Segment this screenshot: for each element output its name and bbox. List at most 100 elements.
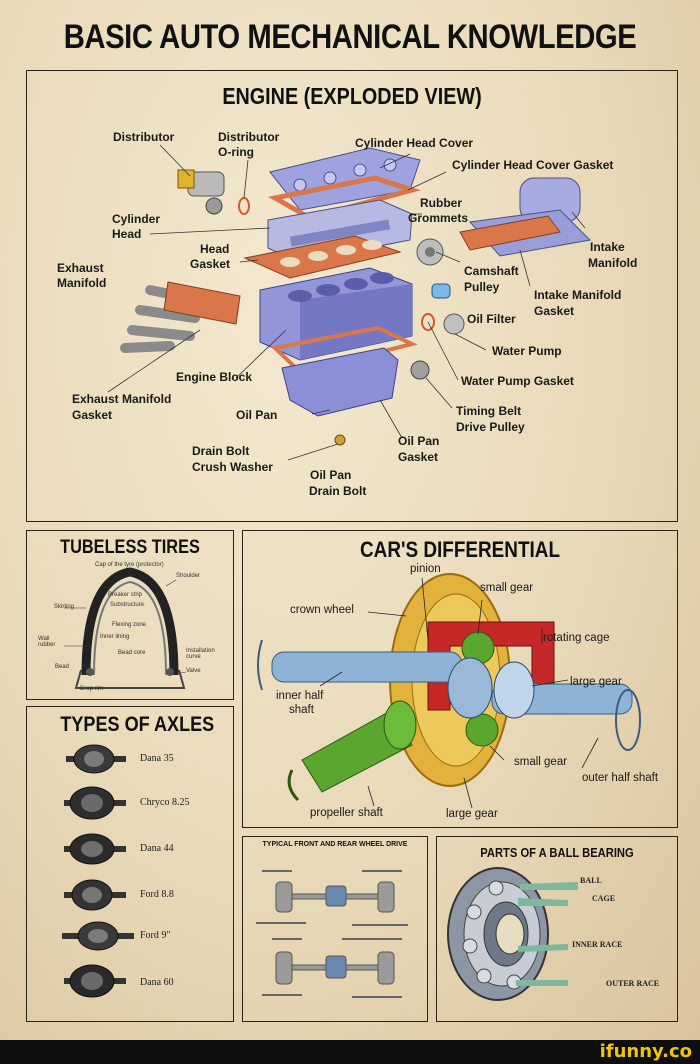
ball-bearing-illustration (447, 867, 578, 1001)
axle-icon-dana60 (64, 964, 126, 998)
label-water-pump-gasket: Water Pump Gasket (461, 374, 574, 388)
label-pulley: Pulley (464, 280, 500, 294)
intake-manifold-gasket-icon (459, 215, 561, 251)
diff-label-outer-half: outer half shaft (582, 772, 659, 784)
tires-panel-title: TUBELESS TIRES (60, 537, 200, 558)
label-oil-pan-gasket-2: Gasket (398, 450, 439, 464)
label-distributor-oring-2: O-ring (218, 145, 254, 159)
label-distributor: Distributor (113, 130, 175, 144)
oring-icon (238, 197, 250, 215)
axle-icons (62, 744, 134, 998)
label-distributor-oring-1: Distributor (218, 130, 280, 144)
timing-pulley-icon (410, 360, 430, 380)
oil-filter-icon (431, 283, 451, 299)
bearing-label-outer-race: OUTER RACE (606, 979, 660, 988)
axle-label-dana35: Dana 35 (140, 753, 174, 764)
tire-label-0: Cap of the tyre (protector) (95, 562, 164, 568)
axle-label-ford9: Ford 9" (140, 930, 171, 941)
label-exhaust-manifold-gasket-2: Gasket (72, 408, 113, 422)
wheel-drive-illustration (256, 870, 408, 998)
bearing-label-cage: CAGE (592, 894, 616, 903)
differential-panel-title: CAR'S DIFFERENTIAL (359, 537, 561, 562)
diff-label-rotating-cage: rotating cage (543, 632, 610, 644)
distributor-icon (177, 169, 225, 215)
tire-cross-section-icon (64, 567, 187, 689)
engine-panel: ENGINE (EXPLODED VIEW) (26, 70, 678, 522)
exhaust-manifold-gasket-icon (163, 281, 241, 325)
diff-label-pinion: pinion (410, 563, 441, 575)
label-head-gasket-2: Gasket (190, 257, 231, 271)
axle-icon-ford9 (62, 921, 134, 951)
label-oil-filter: Oil Filter (467, 312, 516, 326)
axle-icon-chryco (64, 786, 126, 820)
label-grommets: Grommets (408, 211, 469, 225)
differential-illustration (257, 573, 641, 809)
axle-icon-dana44 (64, 833, 126, 865)
tire-label-5: Flexing zone (112, 622, 147, 628)
axle-icon-dana35 (66, 744, 126, 774)
tire-label-12: Drop rim (80, 686, 104, 692)
water-pump-gasket-icon (421, 313, 435, 331)
tire-label-11: Valve (186, 668, 201, 674)
tire-label-10: Bead (55, 664, 70, 670)
label-engine-block: Engine Block (176, 370, 253, 384)
small-gear-bottom-icon (465, 713, 499, 747)
oil-pan-gasket-icon (270, 325, 418, 375)
label-oil-pan-gasket-1: Oil Pan (398, 434, 440, 448)
diff-label-propeller: propeller shaft (310, 807, 383, 819)
label-oil-pan-drain-2: Drain Bolt (309, 484, 367, 498)
axle-icon-ford88 (64, 879, 126, 911)
tire-label-9: Installation curve (186, 648, 215, 660)
tires-panel: TUBELESS TIRES (26, 530, 234, 700)
engine-block-icon (259, 267, 413, 361)
engine-panel-title: ENGINE (EXPLODED VIEW) (222, 83, 482, 109)
rear-axle-icon (275, 951, 395, 985)
tire-label-2: Breaker strip (108, 592, 143, 598)
diff-label-inner-half-2: shaft (289, 704, 314, 716)
bearing-panel: PARTS OF A BALL BEARING (436, 836, 678, 1022)
axle-label-chryco: Chryco 8.25 (140, 797, 190, 808)
oil-pan-icon (281, 347, 399, 417)
label-timing-belt-2: Drive Pulley (456, 420, 525, 434)
tire-label-4: Substructure (110, 602, 145, 608)
drain-bolt-icon (334, 434, 346, 446)
label-exhaust-manifold-1: Exhaust (57, 261, 104, 275)
axle-label-dana44: Dana 44 (140, 843, 174, 854)
label-intake-manifold-gasket-1: Intake Manifold (534, 288, 622, 302)
label-oil-pan-drain-1: Oil Pan (310, 468, 352, 482)
cover-gasket-icon (267, 175, 421, 221)
label-rubber: Rubber (420, 196, 462, 210)
label-cylinder-head-1: Cylinder (112, 212, 161, 226)
tire-label-7: Wall rubber (38, 636, 56, 648)
bearing-panel-title: PARTS OF A BALL BEARING (480, 845, 634, 860)
label-cylinder-head-2: Head (112, 227, 142, 241)
label-intake-manifold-1: Intake (590, 240, 625, 254)
diff-label-inner-half-1: inner half (276, 690, 324, 702)
diff-label-small-gear-bottom: small gear (514, 756, 568, 768)
label-camshaft: Camshaft (464, 264, 519, 278)
label-water-pump: Water Pump (492, 344, 562, 358)
propeller-shaft-icon (287, 700, 417, 802)
label-intake-manifold-gasket-2: Gasket (534, 304, 575, 318)
tire-label-6: Inner lining (100, 634, 130, 640)
label-exhaust-manifold-2: Manifold (57, 276, 107, 290)
rotating-cage-icon (427, 621, 555, 711)
label-exhaust-manifold-gasket-1: Exhaust Manifold (72, 392, 172, 406)
poster-title: BASIC AUTO MECHANICAL KNOWLEDGE (63, 18, 637, 56)
label-head-gasket-1: Head (200, 242, 230, 256)
axle-label-ford88: Ford 8.8 (140, 889, 174, 900)
label-cylinder-head-cover: Cylinder Head Cover (355, 136, 474, 150)
wheel-drive-panel-title: TYPICAL FRONT AND REAR WHEEL DRIVE (262, 841, 408, 848)
label-drain-bolt-2: Crush Washer (192, 460, 273, 474)
axles-panel: TYPES OF AXLES (26, 706, 234, 1022)
tire-label-3: Skirting (54, 604, 75, 610)
tire-label-1: Shoulder (176, 573, 201, 579)
front-axle-icon (275, 881, 395, 913)
axles-panel-title: TYPES OF AXLES (60, 713, 215, 736)
differential-panel: CAR'S DIFFERENTIAL (242, 530, 678, 828)
bearing-label-ball: BALL (580, 876, 602, 885)
large-gear-icon (447, 657, 493, 719)
ifunny-watermark[interactable]: ifunny.co (599, 1041, 692, 1062)
footer-bar (0, 1040, 700, 1064)
engine-illustration (107, 144, 592, 461)
